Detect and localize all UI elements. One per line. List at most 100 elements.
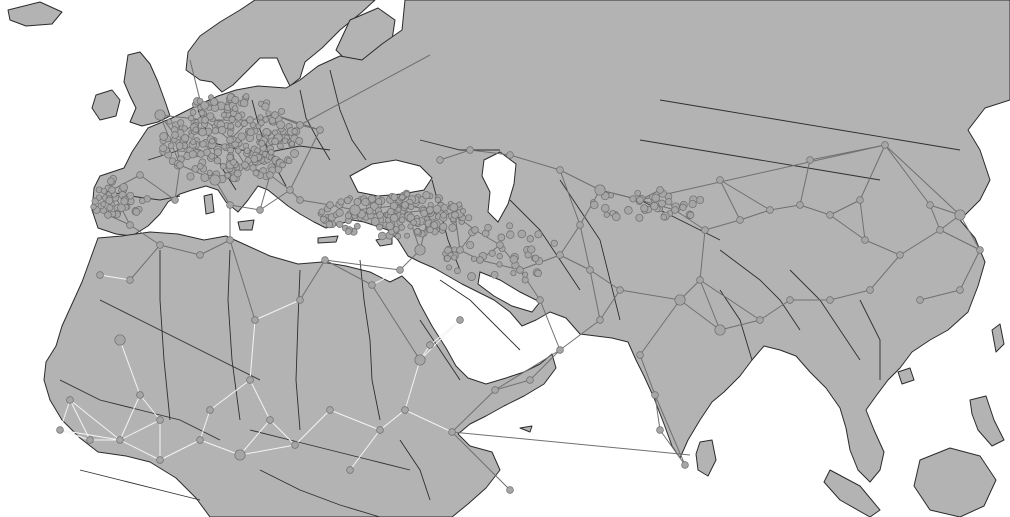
city-node — [470, 255, 478, 262]
city-node — [488, 249, 496, 257]
city-node — [436, 156, 444, 164]
route-segment — [289, 129, 321, 191]
city-node — [231, 96, 240, 104]
city-node — [221, 143, 228, 150]
city-node — [120, 197, 129, 206]
city-node — [290, 149, 299, 158]
route-segment — [959, 249, 981, 291]
city-node — [226, 129, 234, 137]
route-segment — [799, 204, 831, 216]
city-node — [954, 209, 966, 221]
city-node — [295, 137, 304, 145]
route-segment — [139, 174, 176, 201]
city-node — [414, 228, 421, 235]
route-segment — [299, 259, 326, 301]
route-segment — [179, 164, 216, 181]
city-node — [188, 132, 195, 139]
city-node — [240, 98, 249, 108]
land-hainan — [897, 367, 915, 385]
route-segment — [469, 149, 511, 156]
city-node — [398, 216, 406, 224]
city-node — [516, 266, 524, 274]
city-node — [252, 169, 260, 177]
city-node — [258, 119, 265, 127]
city-node — [375, 198, 383, 205]
city-node — [181, 125, 188, 132]
city-node — [387, 207, 395, 216]
route-segment — [639, 299, 681, 356]
route-segment — [451, 431, 511, 491]
city-node — [510, 270, 517, 277]
route-segment — [699, 279, 761, 321]
city-node — [197, 150, 205, 158]
route-segment — [59, 399, 71, 431]
route-segment — [419, 319, 461, 361]
city-node — [337, 198, 345, 206]
route-segment — [829, 199, 861, 216]
route-segment — [719, 319, 761, 331]
route-segment — [959, 214, 981, 251]
city-node — [126, 221, 134, 229]
city-node — [349, 204, 361, 216]
city-node — [154, 109, 166, 121]
city-node — [786, 296, 794, 304]
city-node — [192, 126, 199, 133]
city-node — [104, 211, 112, 219]
city-node — [226, 236, 234, 244]
city-node — [396, 266, 404, 274]
city-node — [235, 147, 242, 154]
city-node — [466, 240, 475, 250]
city-node — [208, 138, 216, 145]
city-node — [506, 222, 514, 230]
land-socotra — [519, 425, 533, 433]
city-node — [249, 164, 257, 172]
route-segment — [299, 54, 431, 126]
route-segment — [539, 299, 561, 351]
route-segment — [639, 144, 886, 201]
city-node — [189, 109, 197, 116]
route-segment — [59, 429, 91, 441]
city-node — [186, 172, 195, 181]
route-segment — [599, 289, 621, 321]
city-node — [674, 294, 686, 306]
city-node — [209, 174, 221, 186]
city-node — [368, 195, 376, 203]
route-segment — [654, 394, 686, 466]
route-segment — [129, 244, 161, 281]
city-node — [701, 226, 709, 234]
city-node — [368, 281, 376, 289]
city-node — [451, 211, 459, 219]
city-node — [688, 199, 697, 209]
route-segment — [404, 409, 453, 433]
route-segment — [199, 439, 241, 456]
route-segment — [139, 394, 161, 421]
city-node — [471, 226, 479, 234]
route-segment — [294, 409, 331, 446]
route-segment — [159, 439, 201, 461]
city-node — [175, 142, 184, 150]
city-node — [277, 142, 284, 150]
city-node — [460, 208, 467, 215]
city-node — [634, 189, 641, 197]
city-node — [496, 261, 503, 268]
city-node — [246, 116, 254, 124]
city-node — [243, 93, 250, 100]
city-node — [126, 276, 134, 284]
city-node — [119, 183, 128, 192]
route-segment — [829, 214, 866, 241]
route-segment — [99, 274, 131, 281]
route-segment — [494, 379, 531, 391]
city-node — [255, 133, 263, 141]
city-node — [116, 436, 124, 444]
city-node — [660, 213, 668, 221]
route-segment — [429, 319, 461, 346]
route-segment — [159, 114, 206, 121]
city-node — [241, 161, 249, 169]
city-node — [636, 351, 644, 359]
city-node — [422, 191, 431, 200]
city-node — [296, 121, 304, 129]
city-node — [257, 114, 264, 121]
city-node — [227, 122, 235, 130]
city-node — [171, 196, 179, 204]
city-node — [258, 140, 266, 147]
